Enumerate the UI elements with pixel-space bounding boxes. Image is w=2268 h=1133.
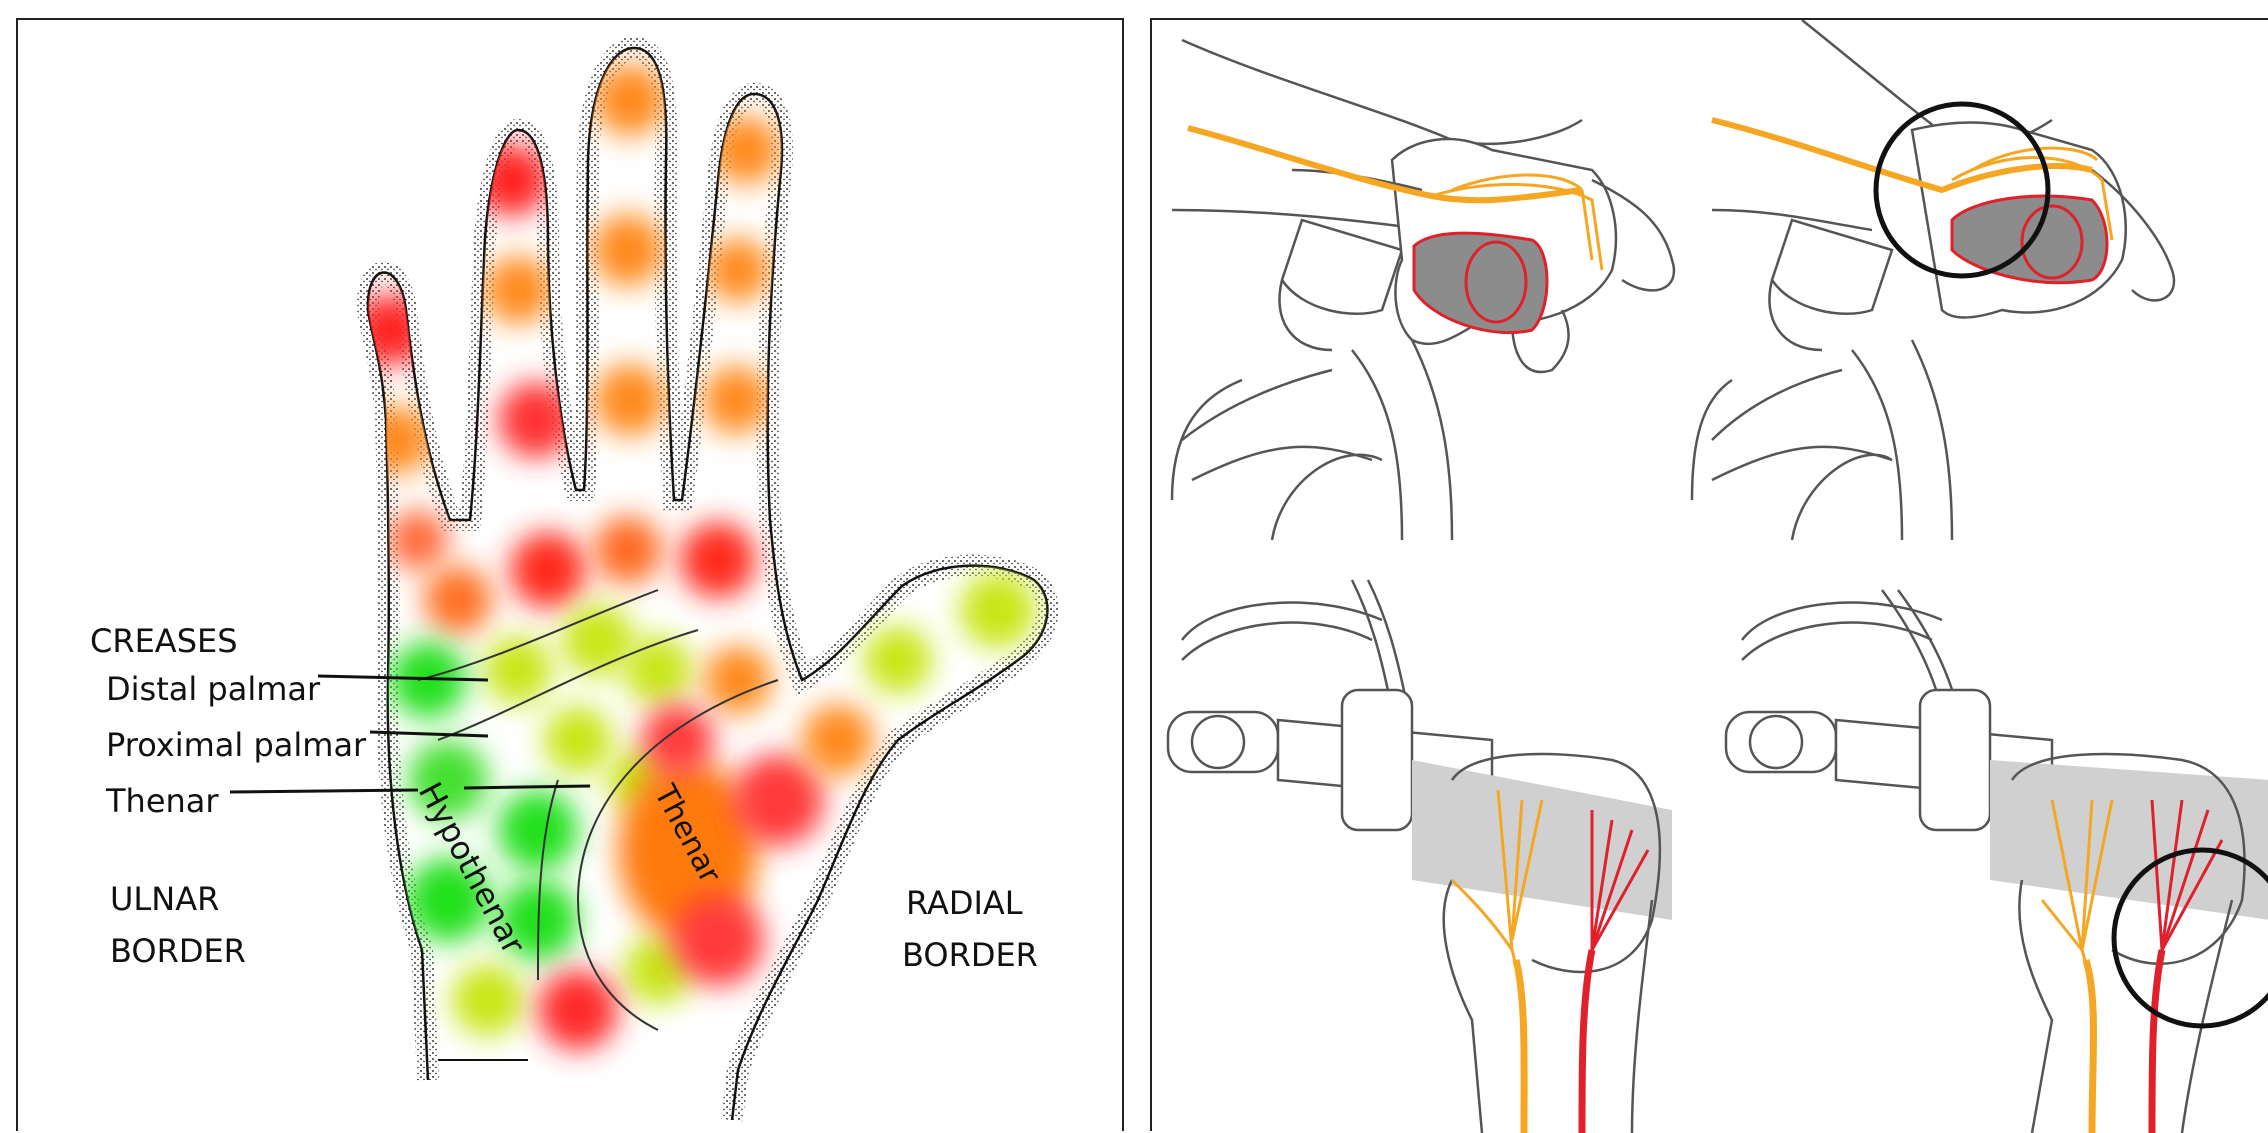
hand-diagram-svg: CREASES Distal palmar Proximal palmar Th… [18,20,1126,1133]
radial-border-line1: RADIAL [906,884,1023,922]
grip-sideview-right [1726,590,2268,1133]
crease-label-proximal-palmar: Proximal palmar [106,726,367,764]
median-nerve-pressure-topleft [1466,242,1526,322]
radial-border-line2: BORDER [902,936,1038,974]
crease-label-thenar: Thenar [105,782,219,820]
cycling-grip-panel [1150,18,2268,1131]
grip-sideview-left [1168,580,1672,1133]
ulnar-border-line1: ULNAR [110,880,219,918]
grip-illustrations-svg [1152,20,2268,1133]
median-nerve-trunk-bottomright [2152,950,2162,1133]
median-nerve-trunk-bottomleft [1582,950,1592,1133]
ulnar-nerve-trunk-bottomleft [1516,960,1524,1133]
creases-heading: CREASES [90,622,238,660]
hand-pressure-map-panel: CREASES Distal palmar Proximal palmar Th… [16,18,1124,1131]
ulnar-border-line2: BORDER [110,932,246,970]
grip-topview-right [1692,20,2174,540]
crease-label-distal-palmar: Distal palmar [106,670,321,708]
ulnar-nerve-trunk-bottomright [2086,960,2094,1133]
